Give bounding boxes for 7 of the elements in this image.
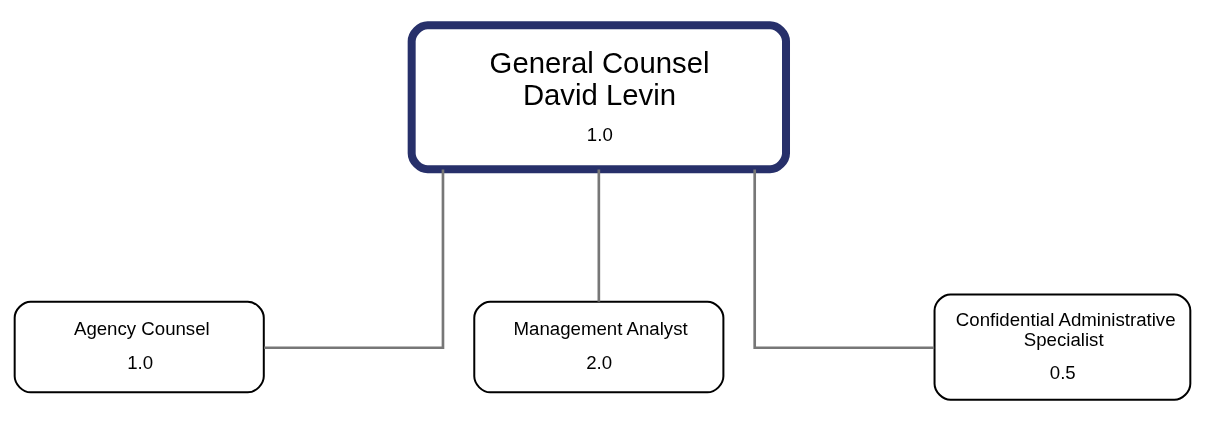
connector [597, 169, 601, 302]
node-box: General Counsel David Levin 1.0 [407, 21, 790, 174]
connector [264, 169, 445, 350]
node-box: Management Analyst 2.0 [473, 300, 725, 394]
connector [753, 169, 935, 350]
node-box: Confidential Administrative Specialist 0.5 [933, 293, 1192, 401]
node-box: Agency Counsel 1.0 [13, 300, 265, 394]
